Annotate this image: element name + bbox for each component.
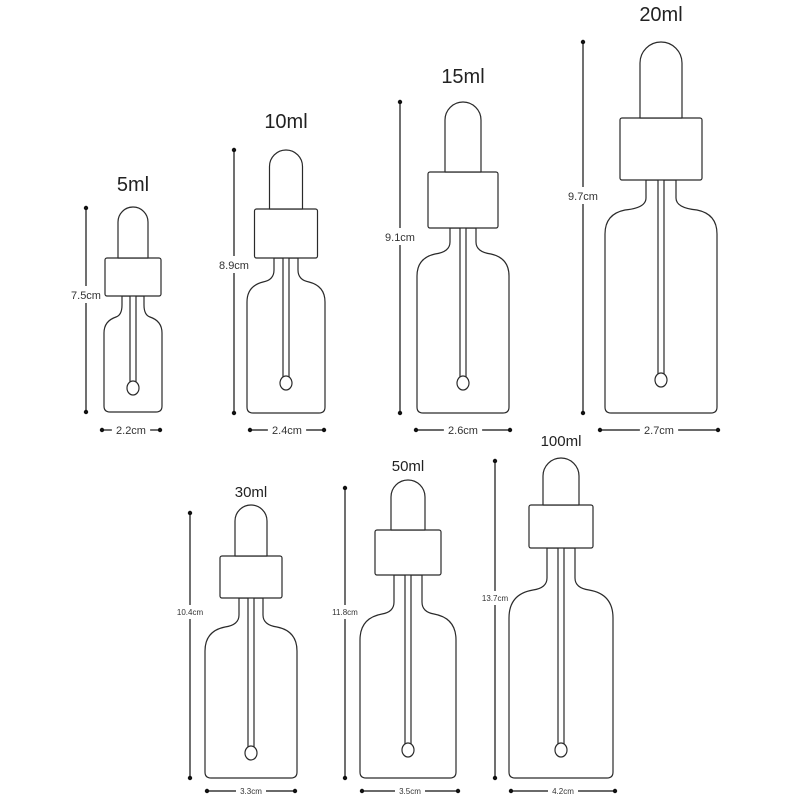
height-dimension-endpoint: [492, 458, 498, 464]
height-dimension-endpoint: [231, 410, 237, 416]
width-label: 2.7cm: [644, 425, 674, 437]
height-label: 9.1cm: [385, 232, 415, 244]
width-dimension-endpoint: [292, 788, 298, 794]
height-label: 13.7cm: [482, 594, 509, 603]
height-label: 9.7cm: [568, 191, 598, 203]
height-dimension-endpoint: [187, 775, 193, 781]
width-dimension-endpoint: [597, 427, 603, 433]
height-dimension-endpoint: [342, 485, 348, 491]
width-dimension-endpoint: [247, 427, 253, 433]
bottle-6: 50ml 11.8cm 3.5cm: [332, 458, 461, 796]
height-label: 11.8cm: [332, 608, 358, 617]
height-label: 7.5cm: [71, 290, 101, 302]
width-label: 2.6cm: [448, 425, 478, 437]
width-dimension-endpoint: [715, 427, 721, 433]
bottle-3: 15ml 9.1cm 2.6cm: [385, 66, 513, 437]
dropper-collar: [104, 257, 162, 297]
capacity-label: 30ml: [235, 484, 268, 501]
bottle-1: 5ml 7.5cm 2.2cm: [71, 174, 163, 437]
width-dimension-endpoint: [157, 427, 163, 433]
width-label: 3.5cm: [399, 787, 421, 796]
dropper-tip: [244, 745, 258, 761]
height-dimension-endpoint: [397, 410, 403, 416]
rubber-bulb: [117, 206, 149, 259]
capacity-label: 5ml: [117, 174, 149, 196]
width-dimension-endpoint: [507, 427, 513, 433]
width-label: 2.4cm: [272, 425, 302, 437]
rubber-bulb: [234, 504, 268, 557]
rubber-bulb: [268, 149, 304, 210]
rubber-bulb: [542, 457, 580, 506]
height-dimension-endpoint: [83, 409, 89, 415]
dropper-tip: [279, 375, 293, 391]
capacity-label: 10ml: [264, 111, 307, 133]
dropper-tip: [554, 742, 568, 758]
width-dimension-endpoint: [359, 788, 365, 794]
height-dimension-endpoint: [83, 205, 89, 211]
capacity-label: 20ml: [639, 4, 682, 26]
height-label: 8.9cm: [219, 260, 249, 272]
height-dimension-endpoint: [397, 99, 403, 105]
bottle-4: 20ml 9.7cm 2.7cm: [568, 4, 721, 437]
width-label: 4.2cm: [552, 787, 574, 796]
dropper-collar: [528, 504, 594, 549]
dropper-tip: [456, 375, 470, 391]
dropper-collar: [374, 529, 442, 576]
dropper-collar: [619, 117, 703, 181]
height-dimension-endpoint: [492, 775, 498, 781]
width-label: 2.2cm: [116, 425, 146, 437]
width-dimension-endpoint: [321, 427, 327, 433]
width-label: 3.3cm: [240, 787, 262, 796]
dropper-tip: [654, 372, 668, 388]
dropper-collar: [427, 171, 499, 229]
height-dimension-endpoint: [187, 510, 193, 516]
height-dimension-endpoint: [580, 410, 586, 416]
dropper-collar: [219, 555, 283, 599]
capacity-label: 100ml: [541, 433, 582, 450]
dropper-tip: [126, 380, 140, 396]
bottle-7: 100ml 13.7cm 4.2cm: [482, 433, 618, 796]
height-dimension-endpoint: [580, 39, 586, 45]
width-dimension-endpoint: [508, 788, 514, 794]
width-dimension-endpoint: [455, 788, 461, 794]
dropper-tip: [401, 742, 415, 758]
width-dimension-endpoint: [204, 788, 210, 794]
width-dimension-endpoint: [99, 427, 105, 433]
height-dimension-endpoint: [342, 775, 348, 781]
rubber-bulb: [390, 479, 426, 531]
rubber-bulb: [639, 41, 683, 119]
rubber-bulb: [444, 101, 482, 173]
capacity-label: 50ml: [392, 458, 425, 475]
width-dimension-endpoint: [413, 427, 419, 433]
height-dimension-endpoint: [231, 147, 237, 153]
dropper-collar: [253, 208, 319, 259]
height-label: 10.4cm: [177, 608, 204, 617]
bottle-5: 30ml 10.4cm 3.3cm: [177, 484, 298, 796]
bottle-2: 10ml 8.9cm 2.4cm: [219, 111, 327, 437]
capacity-label: 15ml: [441, 66, 484, 88]
width-dimension-endpoint: [612, 788, 618, 794]
